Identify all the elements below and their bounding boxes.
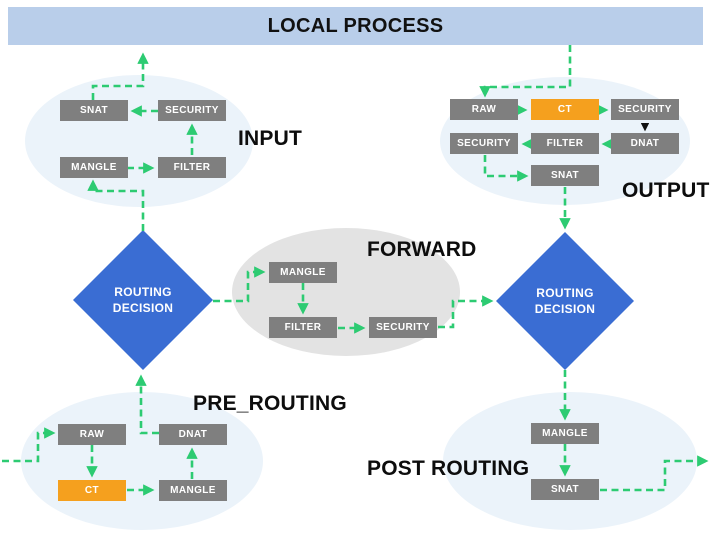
edge-input-snat-to-local-process (91, 52, 149, 100)
local-process-label: LOCAL PROCESS (267, 14, 444, 37)
node-output-dnat: DNAT (611, 133, 679, 154)
local-process-banner: LOCAL PROCESS (8, 7, 703, 45)
node-post-mangle: MANGLE (531, 423, 599, 444)
node-pre-raw: RAW (58, 424, 126, 445)
edge-output-security-to-snat (483, 155, 529, 182)
node-forward-security: SECURITY (369, 317, 437, 338)
node-input-snat: SNAT (60, 100, 128, 121)
node-output-ct: CT (531, 99, 599, 120)
edge-entry-to-pre-raw (2, 427, 56, 463)
edge-left-decision-to-input-mangle (87, 179, 145, 231)
node-output-filter: FILTER (531, 133, 599, 154)
input-cluster-label: INPUT (238, 127, 302, 150)
edge-pre-dnat-to-left-decision (135, 374, 159, 435)
node-input-mangle: MANGLE (60, 157, 128, 178)
edge-local-process-to-output-raw (479, 45, 572, 98)
routing-decision-right-label: ROUTING DECISION (534, 286, 596, 316)
routing-decision-right-diamond (496, 232, 634, 370)
node-input-filter: FILTER (158, 157, 226, 178)
node-pre-dnat: DNAT (159, 424, 227, 445)
forward-cluster-label: FORWARD (367, 238, 477, 261)
edge-left-decision-to-forward-mangle (213, 266, 266, 303)
routing-decision-left-diamond (73, 230, 213, 370)
pre-routing-cluster-label: PRE_ROUTING (193, 392, 347, 415)
node-output-snat: SNAT (531, 165, 599, 186)
node-output-security-top: SECURITY (611, 99, 679, 120)
node-forward-mangle: MANGLE (269, 262, 337, 283)
node-output-raw: RAW (450, 99, 518, 120)
output-cluster-label: OUTPUT (622, 179, 710, 202)
node-forward-filter: FILTER (269, 317, 337, 338)
node-pre-ct: CT (58, 480, 126, 501)
post-routing-cluster-label: POST ROUTING (367, 457, 530, 480)
edge-forward-security-to-right-decision (438, 295, 494, 329)
post-routing-cluster-ellipse (443, 392, 697, 530)
node-pre-mangle: MANGLE (159, 480, 227, 501)
input-cluster-ellipse (25, 75, 253, 207)
routing-decision-left-label: ROUTING DECISION (112, 285, 174, 315)
node-input-security: SECURITY (158, 100, 226, 121)
node-output-security-left: SECURITY (450, 133, 518, 154)
node-post-snat: SNAT (531, 479, 599, 500)
